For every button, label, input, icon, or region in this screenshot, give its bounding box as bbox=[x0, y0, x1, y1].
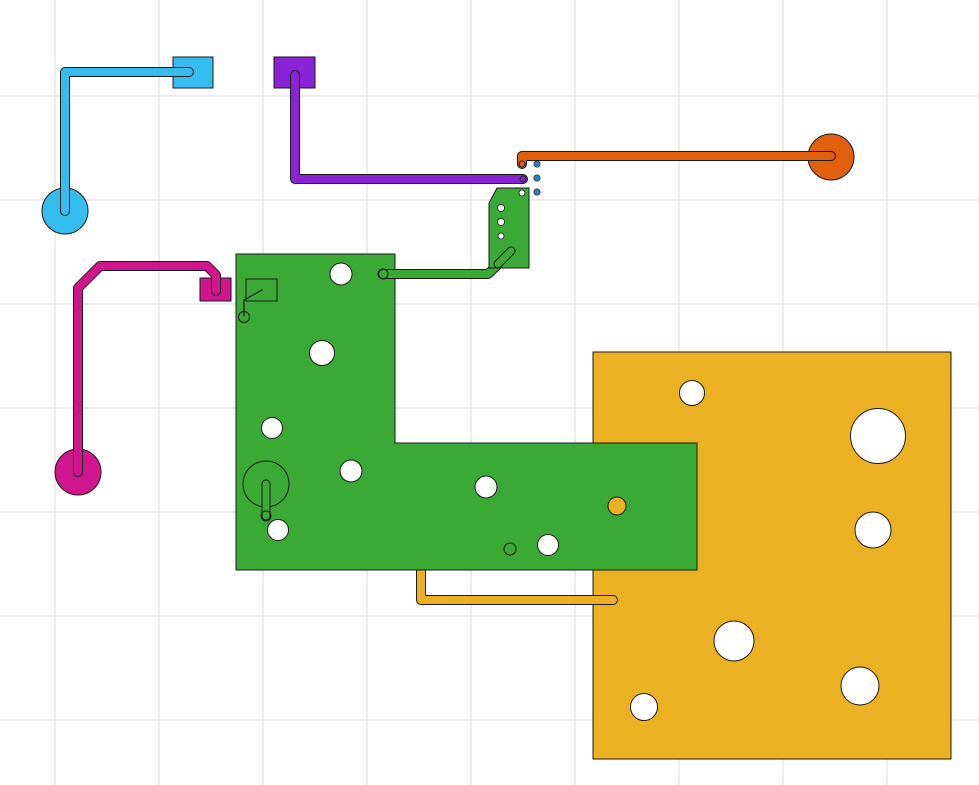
magenta-trace[interactable] bbox=[74, 262, 220, 476]
green-pour-holes bbox=[261, 262, 559, 556]
pin-hole bbox=[497, 218, 505, 226]
pad-outline bbox=[245, 278, 278, 302]
green-trace[interactable] bbox=[243, 289, 263, 317]
via[interactable] bbox=[533, 174, 541, 182]
mounting-hole bbox=[261, 417, 283, 439]
mounting-hole bbox=[267, 519, 289, 541]
purple-net[interactable] bbox=[273, 56, 528, 184]
via-outline[interactable] bbox=[519, 175, 527, 183]
green-trace[interactable] bbox=[494, 247, 515, 268]
via-outline[interactable] bbox=[518, 160, 526, 168]
green-copper-pour[interactable] bbox=[235, 253, 698, 571]
mounting-hole bbox=[630, 693, 658, 721]
gold-trace[interactable] bbox=[417, 566, 617, 604]
mounting-hole bbox=[309, 340, 335, 366]
orange-net[interactable] bbox=[517, 133, 855, 181]
gold-pour-holes bbox=[630, 380, 906, 721]
green-net[interactable] bbox=[235, 187, 698, 571]
mounting-hole bbox=[339, 459, 363, 483]
mounting-hole bbox=[474, 475, 498, 499]
pin-hole bbox=[497, 204, 505, 212]
mounting-hole bbox=[854, 511, 892, 549]
mounting-hole bbox=[850, 408, 906, 464]
mounting-hole bbox=[840, 666, 880, 706]
via[interactable] bbox=[533, 188, 541, 196]
mounting-hole bbox=[537, 534, 559, 556]
via-outline[interactable] bbox=[238, 311, 250, 323]
pin-hole bbox=[497, 232, 505, 240]
mounting-hole bbox=[679, 380, 705, 406]
magenta-net[interactable] bbox=[54, 261, 232, 496]
cyan-net[interactable] bbox=[41, 56, 214, 235]
via-column[interactable] bbox=[533, 160, 541, 196]
via[interactable] bbox=[533, 160, 541, 168]
via-outline[interactable] bbox=[260, 510, 272, 522]
pin-hole bbox=[518, 189, 526, 197]
mounting-hole bbox=[329, 262, 353, 286]
connector-holes bbox=[497, 189, 526, 240]
cyan-trace[interactable] bbox=[61, 68, 193, 215]
via-outline[interactable] bbox=[503, 542, 517, 556]
via-outline[interactable] bbox=[377, 268, 389, 280]
purple-trace[interactable] bbox=[291, 71, 527, 183]
mounting-hole bbox=[713, 620, 755, 662]
gold-pad[interactable] bbox=[607, 496, 627, 516]
